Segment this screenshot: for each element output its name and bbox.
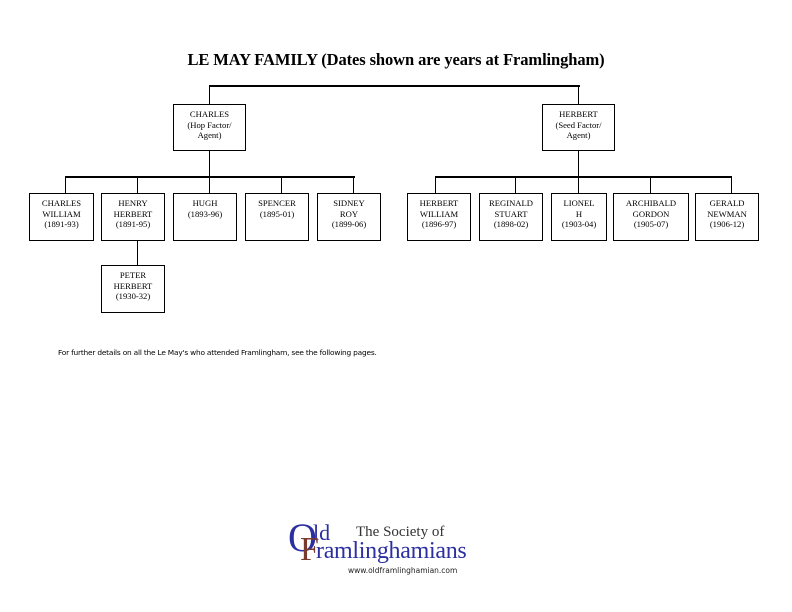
connector-herbert-down [578,151,580,177]
person-name: CHARLES [189,109,230,119]
person-years: (1930-32) [115,291,151,302]
person-name: WILLIAM [419,208,459,219]
connector-top-horizontal [209,85,580,87]
person-name: HUGH [192,198,218,208]
society-logo: O ld The Society of F ramlinghamians www… [288,515,518,580]
person-box-archibald-gordon: ARCHIBALD GORDON (1905-07) [613,193,689,241]
person-box-lionel-h: LIONEL H (1903-04) [551,193,607,241]
person-role: (Hop Factor/ [187,119,232,130]
footnote-text: For further details on all the Le May's … [58,348,377,357]
connector-drop [578,176,580,193]
person-years: (1896-97) [421,219,457,230]
logo-ramlinghamians: ramlinghamians [316,538,467,564]
person-name: SPENCER [258,198,296,208]
connector-drop [650,176,652,193]
person-name: HERBERT [419,198,459,208]
connector-drop [137,176,139,193]
person-name: GERALD [709,198,745,208]
connector-drop [65,176,67,193]
person-name: REGINALD [489,198,533,208]
person-name: CHARLES [41,198,82,208]
page-title: LE MAY FAMILY (Dates shown are years at … [187,50,605,69]
person-box-charles-william: CHARLES WILLIAM (1891-93) [29,193,94,241]
person-years: (1891-93) [44,219,79,230]
connector-herbert-up [578,85,580,104]
logo-letter-o: O [288,515,317,560]
person-name: LIONEL [563,198,595,208]
logo-society-text: The Society of [356,524,445,540]
logo-ld: ld [313,520,331,545]
connector-drop [731,176,733,193]
person-years: (1906-12) [709,219,745,230]
person-box-charles: CHARLES (Hop Factor/ Agent) [173,104,246,151]
person-years: (1905-07) [633,219,669,230]
person-name: HENRY [118,198,148,208]
connector-charles-up [209,85,211,104]
person-name: HERBERT [113,208,153,219]
person-box-spencer: SPENCER (1895-01) [245,193,309,241]
person-years: (1893-96) [187,208,223,219]
person-years: (1903-04) [561,219,597,230]
person-name: HERBERT [559,109,598,119]
person-role: Agent) [197,130,222,141]
person-role: Agent) [566,130,591,141]
connector-charles-down [209,151,211,177]
person-box-sidney-roy: SIDNEY ROY (1899-06) [317,193,381,241]
person-role: (Seed Factor/ [555,119,602,130]
person-box-herbert: HERBERT (Seed Factor/ Agent) [542,104,615,151]
person-name: STUART [494,208,528,219]
person-name: H [575,208,583,219]
person-name: PETER [119,270,147,280]
person-name: NEWMAN [707,208,747,219]
person-name: WILLIAM [42,208,81,219]
person-box-hugh: HUGH (1893-96) [173,193,237,241]
connector-drop [435,176,437,193]
connector-drop [209,176,211,193]
person-years: (1891-95) [115,219,151,230]
person-box-henry-herbert: HENRY HERBERT (1891-95) [101,193,165,241]
person-name: GORDON [632,208,670,219]
person-box-gerald-newman: GERALD NEWMAN (1906-12) [695,193,759,241]
connector-drop [515,176,517,193]
person-years: (1895-01) [259,208,295,219]
connector-henry-to-peter [137,241,139,265]
person-years: (1898-02) [493,219,529,230]
person-name: ROY [339,208,359,219]
person-box-herbert-william: HERBERT WILLIAM (1896-97) [407,193,471,241]
person-name: ARCHIBALD [625,198,677,208]
connector-drop [281,176,283,193]
person-name: SIDNEY [333,198,365,208]
logo-url: www.oldframlinghamian.com [348,566,458,575]
connector-drop [353,176,355,193]
person-box-reginald-stuart: REGINALD STUART (1898-02) [479,193,543,241]
connector-herbert-children-bar [435,176,732,178]
person-years: (1899-06) [331,219,367,230]
person-name: HERBERT [113,280,153,291]
person-box-peter-herbert: PETER HERBERT (1930-32) [101,265,165,313]
logo-letter-f: F [300,531,319,568]
